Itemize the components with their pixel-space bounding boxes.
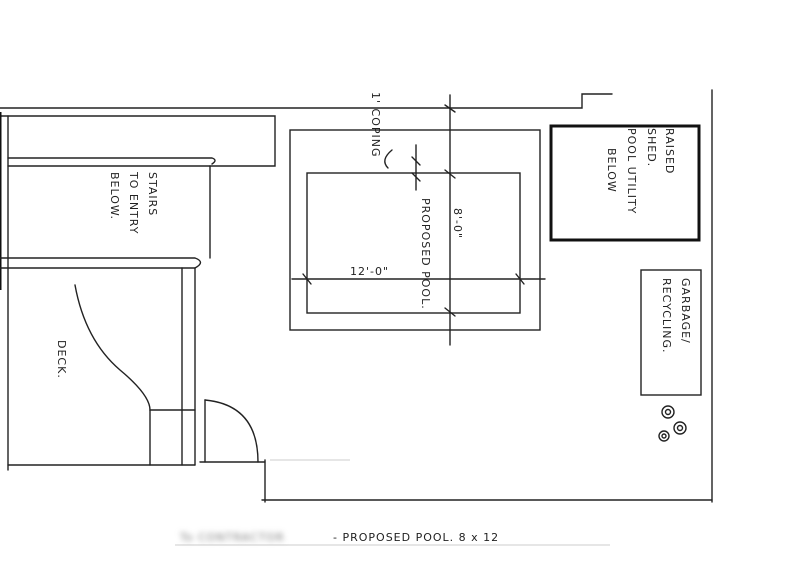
coping-label: 1' COPING	[369, 92, 382, 158]
proposed-pool	[289, 94, 546, 346]
shrub-icon	[658, 405, 687, 442]
pool-length-dimension: 12'-0"	[350, 265, 389, 278]
door-swing	[199, 399, 350, 463]
deck-label: DECK.	[55, 340, 68, 379]
stairs-label-line-2: TO ENTRY	[127, 171, 140, 234]
property-boundary	[0, 89, 713, 503]
pool-label: PROPOSED POOL.	[419, 198, 432, 310]
shed-label-line-3: POOL UTILITY	[625, 128, 638, 214]
title-blurred: To CONTRACTOR	[179, 531, 285, 544]
stairs-label-line-1: STAIRS	[146, 172, 159, 216]
drawing-title: - PROPOSED POOL. 8 x 12	[333, 531, 499, 544]
shed-label-line-4: BELOW	[605, 148, 618, 193]
raised-shed	[549, 124, 701, 242]
stairs-label-line-3: BELOW.	[108, 172, 121, 220]
garbage-label-line-1: GARBAGE/	[679, 278, 692, 344]
shed-label-line-2: SHED.	[645, 128, 658, 167]
garbage-recycling-area	[640, 269, 702, 396]
shed-label-line-1: RAISED	[663, 128, 676, 174]
garbage-label-line-2: RECYCLING.	[660, 278, 673, 354]
house-roofline	[0, 112, 276, 471]
stairs	[0, 165, 211, 269]
pool-width-dimension: 8'-0"	[451, 208, 464, 239]
deck	[7, 267, 196, 466]
